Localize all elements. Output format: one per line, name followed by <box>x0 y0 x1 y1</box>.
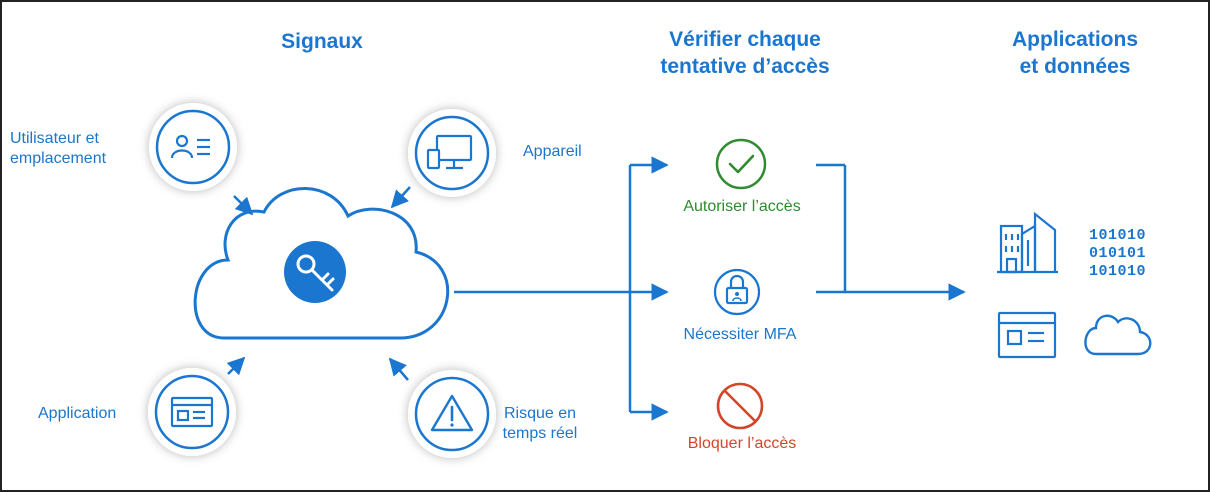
cloud-icon <box>1084 314 1152 356</box>
application-signal-node <box>148 368 236 456</box>
verify-heading: Vérifier chaque tentative d’accès <box>660 26 829 80</box>
block-access-label: Bloquer l’accès <box>687 435 797 452</box>
blocked-icon <box>716 382 764 430</box>
verify-heading-line-1: Vérifier chaque <box>669 28 821 51</box>
user-signal-label-line-1: Utilisateur et <box>10 130 99 147</box>
apps-heading: Applications et données <box>1012 26 1138 80</box>
require-mfa-label: Nécessiter MFA <box>683 326 797 343</box>
user-signal-label-line-2: emplacement <box>10 150 107 167</box>
binary-line-1: 101010 <box>1089 227 1146 244</box>
apps-heading-line-2: et données <box>1019 55 1131 78</box>
binary-line-2: 010101 <box>1089 245 1146 262</box>
risk-signal-node <box>408 370 496 458</box>
signals-heading-text: Signaux <box>281 30 363 53</box>
binary-data-icon: 101010 010101 101010 <box>1089 227 1146 280</box>
buildings-icon <box>997 211 1058 274</box>
signal-arrows <box>226 186 411 381</box>
decision-connector <box>454 156 669 421</box>
checkmark-icon <box>715 138 767 190</box>
risk-signal-label: Risque en temps réel <box>503 404 578 444</box>
app-window-icon <box>997 311 1057 359</box>
user-signal-node <box>149 103 237 191</box>
application-signal-label: Application <box>38 405 117 422</box>
device-signal-node <box>408 109 496 197</box>
user-card-icon <box>170 134 210 159</box>
user-signal-label: Utilisateur et emplacement <box>10 129 106 169</box>
signals-heading: Signaux <box>281 28 363 55</box>
device-signal-label: Appareil <box>523 143 582 160</box>
monitor-phone-icon <box>426 134 473 170</box>
risk-signal-label-line-2: temps réel <box>502 425 578 442</box>
allow-access-label: Autoriser l’accès <box>683 198 801 215</box>
resource-connector <box>816 163 966 301</box>
lock-icon <box>713 268 761 316</box>
warning-icon <box>430 394 474 432</box>
risk-signal-label-line-1: Risque en <box>503 405 577 422</box>
app-window-icon <box>170 396 214 428</box>
verify-heading-line-2: tentative d’accès <box>660 55 830 78</box>
binary-line-3: 101010 <box>1089 263 1146 280</box>
apps-heading-line-1: Applications <box>1011 28 1139 51</box>
key-icon <box>284 241 346 303</box>
